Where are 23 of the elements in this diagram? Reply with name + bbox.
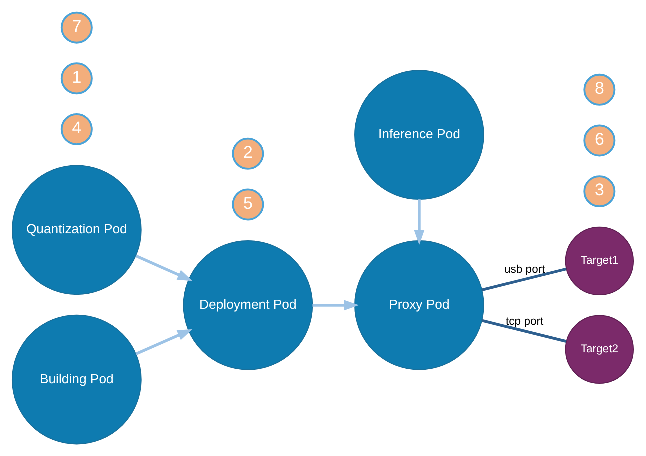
arrow xyxy=(136,328,193,355)
node-circle: 1 xyxy=(60,62,93,94)
node-circle: Building Pod xyxy=(12,314,142,444)
node-circle: Target1 xyxy=(565,226,634,296)
connector xyxy=(482,267,567,291)
node-circle: Proxy Pod xyxy=(354,240,484,370)
node-circle: 5 xyxy=(232,188,264,220)
node-circle: Target2 xyxy=(565,314,634,384)
edge-label: tcp port xyxy=(506,315,544,328)
node-circle: 6 xyxy=(584,124,616,156)
node-circle: 7 xyxy=(60,11,93,44)
connector xyxy=(482,318,567,343)
edge-label: usb port xyxy=(504,264,546,276)
arrow xyxy=(312,300,360,310)
node-circle: 2 xyxy=(232,137,264,170)
node-circle: Inference Pod xyxy=(354,70,484,200)
arrow xyxy=(414,199,425,245)
node-circle: 4 xyxy=(60,112,93,145)
node-circle: Quantization Pod xyxy=(12,164,142,295)
node-circle: 3 xyxy=(584,175,616,208)
node-circle: 8 xyxy=(584,73,616,106)
node-circle: Deployment Pod xyxy=(183,240,314,370)
arrow xyxy=(136,254,193,281)
